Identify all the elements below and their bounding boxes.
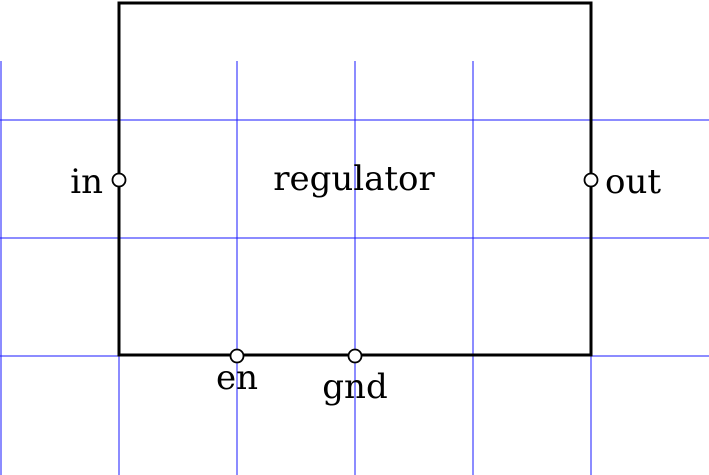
pin-en-label: en — [216, 358, 258, 398]
pin-in-label: in — [70, 162, 103, 202]
background-grid — [0, 61, 709, 475]
block-label: regulator — [273, 159, 435, 199]
pin-en-terminal[interactable] — [229, 348, 245, 364]
pin-gnd-label: gnd — [322, 367, 387, 407]
pin-out-terminal[interactable] — [583, 172, 599, 188]
pin-gnd-terminal[interactable] — [347, 348, 363, 364]
pin-in-terminal[interactable] — [111, 172, 127, 188]
pin-out-label: out — [605, 162, 661, 202]
